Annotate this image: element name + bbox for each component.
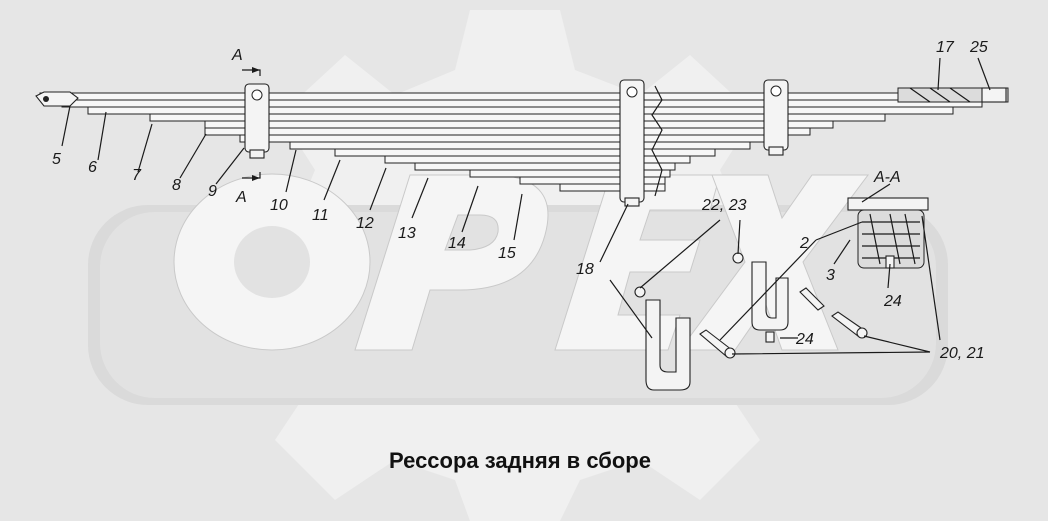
callout-14: 14: [448, 235, 466, 252]
callout-15: 15: [498, 245, 516, 262]
callout-24-pad: 24: [795, 331, 814, 348]
section-mark-top: A: [231, 47, 243, 64]
callout-8: 8: [172, 177, 181, 194]
pad-24: [765, 331, 775, 343]
callout-3: 3: [826, 267, 835, 284]
section-aa-detail: [847, 197, 929, 269]
section-label-aa: A-A: [873, 169, 901, 186]
callout-12: 12: [356, 215, 374, 232]
callout-2: 2: [799, 235, 809, 252]
nut-22-23-a: [634, 286, 646, 298]
leaf-spring-assembly: [35, 85, 1009, 197]
callout-7: 7: [132, 167, 142, 184]
callout-11: 11: [312, 207, 329, 224]
callout-25: 25: [969, 39, 988, 56]
stirrup-18: [645, 299, 691, 391]
leader-lines: [61, 57, 991, 355]
callout-20-21: 20, 21: [939, 345, 984, 362]
nut-22-23-b: [732, 252, 744, 264]
callout-18: 18: [576, 261, 594, 278]
callout-22-23: 22, 23: [701, 197, 747, 214]
callout-13: 13: [398, 225, 416, 242]
bolt-3: [799, 287, 825, 311]
section-mark-bottom: A: [235, 189, 247, 206]
opex-watermark: [88, 173, 948, 405]
clamps: [244, 79, 789, 207]
callout-5: 5: [52, 151, 61, 168]
callout-10: 10: [270, 197, 288, 214]
callout-9: 9: [208, 183, 217, 200]
page-title: Рессора задняя в сборе: [389, 448, 651, 473]
section-markers: [242, 67, 261, 181]
callout-17: 17: [936, 39, 955, 56]
callout-6: 6: [88, 159, 97, 176]
callout-24-section: 24: [883, 293, 902, 310]
